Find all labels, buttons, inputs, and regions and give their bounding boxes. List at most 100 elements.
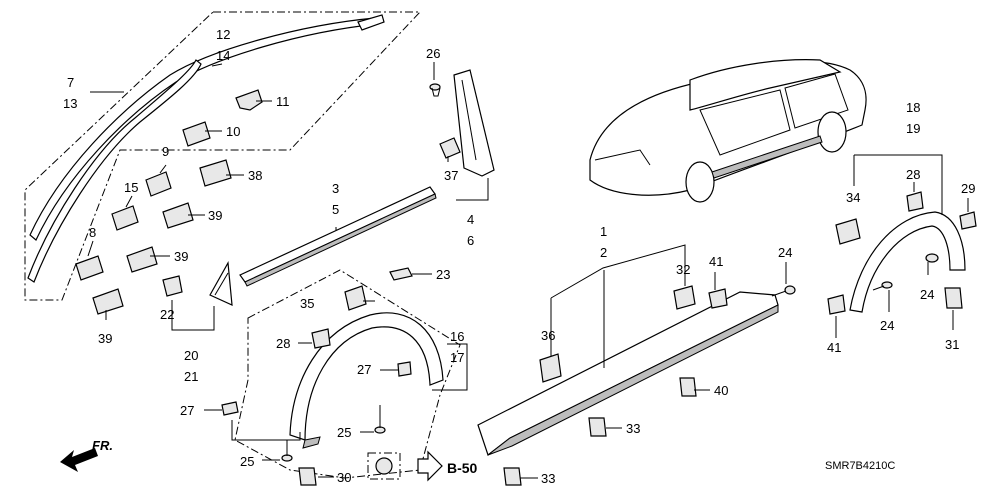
callout-11: 11: [276, 94, 290, 109]
callout-10: 10: [226, 124, 240, 139]
leader-lines: [87, 62, 969, 479]
reference-arrow: [417, 450, 443, 482]
callout-29: 29: [961, 181, 975, 196]
window-molding-group-frame: [24, 11, 422, 301]
clip-23: [389, 267, 413, 281]
diagram-code: SMR7B4210C: [825, 460, 895, 472]
screw-24b: [925, 253, 939, 263]
clip-28b: [906, 191, 924, 212]
clip-41a: [708, 288, 728, 309]
callout-34: 34: [846, 190, 860, 205]
clip-10: [182, 121, 211, 147]
callout-8: 8: [89, 225, 96, 240]
callout-39c: 39: [98, 331, 112, 346]
clip-8: [75, 255, 104, 281]
belt-molding-part: [239, 186, 437, 287]
screw-26: [429, 83, 441, 97]
clip-32: [673, 285, 696, 310]
callout-9: 9: [162, 144, 169, 159]
front-label: FR.: [92, 438, 113, 453]
callout-24c: 24: [880, 318, 894, 333]
mirror-garnish-part: [209, 261, 233, 306]
callout-15: 15: [124, 180, 138, 195]
clip-40: [679, 377, 697, 397]
screw-25a: [374, 405, 386, 434]
clip-22: [162, 275, 183, 297]
callout-4: 4: [467, 212, 474, 227]
callout-33a: 33: [626, 421, 640, 436]
callout-2: 2: [600, 245, 607, 260]
clip-41b: [827, 294, 846, 315]
pillar-garnish-part: [453, 69, 495, 177]
callout-35: 35: [300, 296, 314, 311]
callout-19: 19: [906, 121, 920, 136]
clip-33b: [503, 467, 522, 486]
screw-24a: [771, 285, 796, 297]
reference-label: B-50: [447, 460, 478, 476]
callout-7: 7: [67, 75, 74, 90]
clip-15: [111, 205, 139, 231]
callout-17: 17: [450, 350, 464, 365]
clip-37: [439, 137, 461, 159]
clip-11: [235, 89, 263, 111]
callout-27a: 27: [180, 403, 194, 418]
clip-36: [539, 353, 562, 383]
roof-molding-part: [29, 14, 385, 241]
callout-3: 3: [332, 181, 339, 196]
callout-16: 16: [450, 329, 464, 344]
clip-27b: [397, 361, 412, 377]
clip-34: [835, 218, 861, 245]
callout-22: 22: [160, 307, 174, 322]
callout-20: 20: [184, 348, 198, 363]
callout-24a: 24: [778, 245, 792, 260]
callout-32: 32: [676, 262, 690, 277]
screw-25b: [281, 440, 293, 462]
callout-26: 26: [426, 46, 440, 61]
callout-39b: 39: [174, 249, 188, 264]
rivet-clip: [367, 452, 401, 480]
clip-31: [944, 287, 963, 309]
callout-36: 36: [541, 328, 555, 343]
callout-24b: 24: [920, 287, 934, 302]
clip-33a: [588, 417, 607, 437]
screw-24c: [872, 281, 893, 291]
callout-1: 1: [600, 224, 607, 239]
callout-6: 6: [467, 233, 474, 248]
callout-39a: 39: [208, 208, 222, 223]
callout-13: 13: [63, 96, 77, 111]
callout-14: 14: [216, 48, 230, 63]
callout-41a: 41: [709, 254, 723, 269]
callout-labels: 7 13 12 14 11 10 9 15 38 8 39 39 39 26 3…: [63, 27, 975, 486]
callout-41b: 41: [827, 340, 841, 355]
callout-23: 23: [436, 267, 450, 282]
callout-30: 30: [337, 470, 351, 485]
callout-5: 5: [332, 202, 339, 217]
window-molding-part: [27, 59, 202, 283]
front-direction-arrow: [60, 448, 98, 472]
clip-39c: [92, 288, 124, 315]
callout-27b: 27: [357, 362, 371, 377]
clip-28a: [311, 328, 331, 349]
callout-21: 21: [184, 369, 198, 384]
callout-12: 12: [216, 27, 230, 42]
car-illustration: [589, 59, 867, 203]
clip-9: [145, 171, 172, 197]
clip-35: [344, 285, 367, 311]
clip-29: [959, 211, 977, 230]
callout-40: 40: [714, 383, 728, 398]
callout-25a: 25: [337, 425, 351, 440]
clip-30: [298, 467, 317, 486]
callout-28a: 28: [276, 336, 290, 351]
callout-31: 31: [945, 337, 959, 352]
clip-27a: [221, 401, 239, 416]
callout-25b: 25: [240, 454, 254, 469]
clip-39b: [126, 246, 158, 273]
clip-39a: [162, 202, 194, 229]
clip-38: [199, 159, 232, 187]
callout-18: 18: [906, 100, 920, 115]
callout-37: 37: [444, 168, 458, 183]
callout-38: 38: [248, 168, 262, 183]
rear-fender-flare-part: [849, 211, 966, 313]
callout-33b: 33: [541, 471, 555, 486]
